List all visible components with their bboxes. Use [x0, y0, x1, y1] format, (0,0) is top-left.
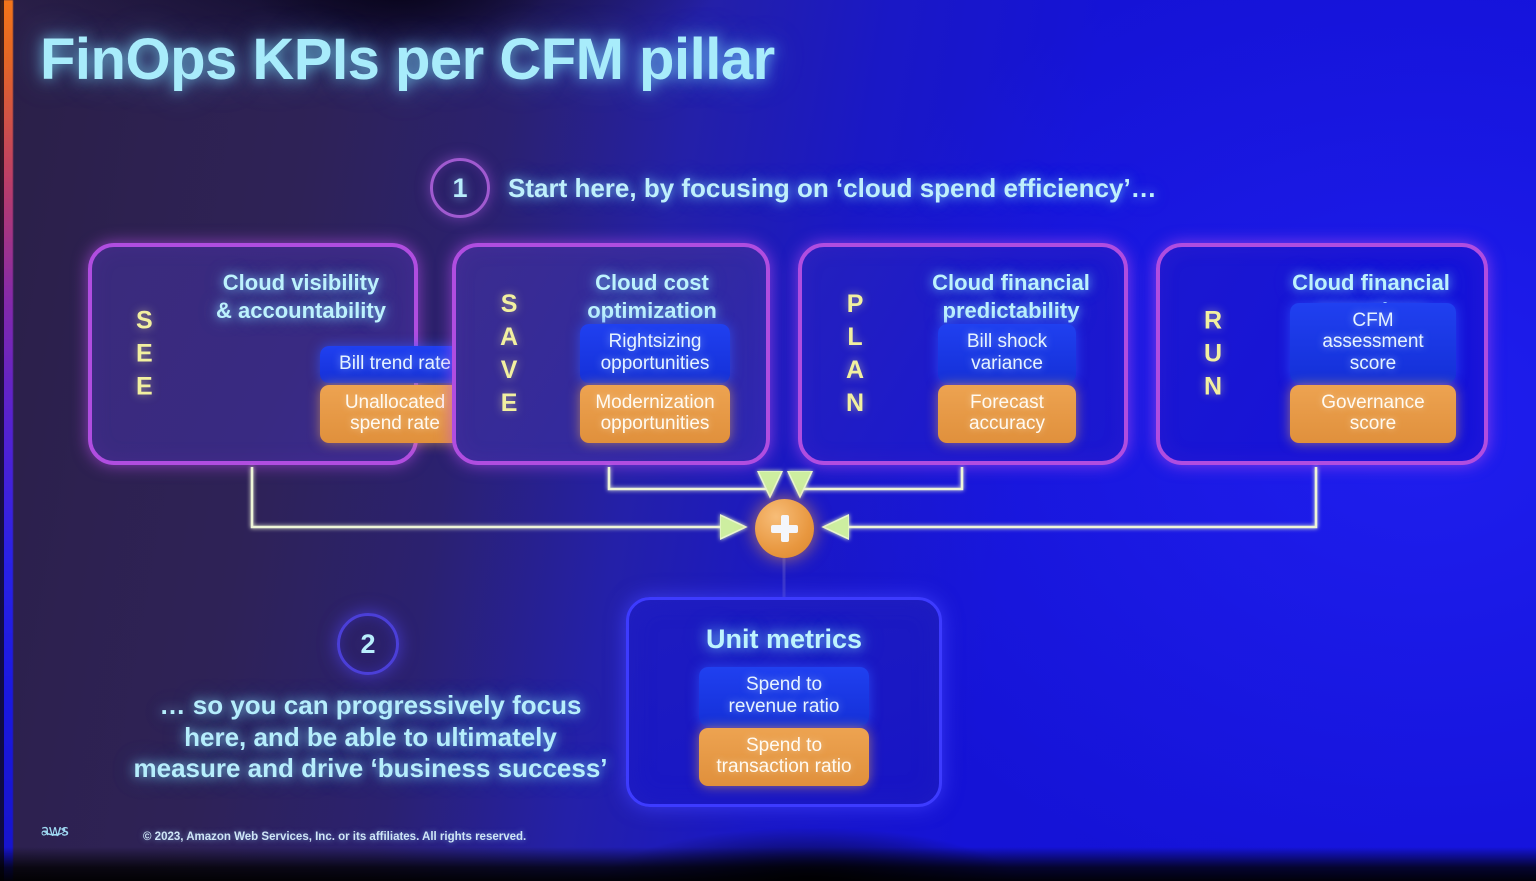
acronym-letter: A — [846, 356, 865, 384]
plus-icon — [771, 515, 798, 542]
acronym-letter: P — [846, 290, 864, 318]
unit-metrics-title: Unit metrics — [705, 624, 863, 654]
acronym-letter: E — [136, 339, 153, 368]
copyright-notice: © 2023, Amazon Web Services, Inc. or its… — [143, 831, 527, 843]
step-one-badge: 1 — [430, 158, 490, 218]
slide-title: FinOps KPIs per CFM pillar — [40, 27, 775, 92]
pillar-title-see: Cloud visibility & accountability — [188, 269, 414, 325]
acronym-letter: S — [136, 306, 153, 335]
aggregator-node[interactable] — [755, 499, 814, 558]
pillar-acronym-run: R U N — [1204, 305, 1222, 404]
step-two-badge: 2 — [337, 613, 399, 675]
pillar-acronym-plan: P L A N — [846, 288, 864, 420]
acronym-letter: E — [136, 372, 153, 401]
pillar-card-save[interactable]: S A V E Cloud cost optimization Rightsiz… — [452, 243, 770, 465]
pillar-title-line: Cloud cost — [595, 270, 709, 295]
acronym-letter: N — [846, 389, 865, 417]
bottom-vignette — [0, 847, 1536, 881]
acronym-letter: V — [500, 356, 518, 384]
acronym-letter: R — [1204, 306, 1223, 335]
bottom-shadow-blob — [600, 827, 1020, 881]
pillar-title-line: Cloud financial — [1292, 270, 1450, 295]
kpi-chip[interactable]: Bill trend rate — [320, 346, 470, 383]
acronym-letter: U — [1204, 339, 1223, 368]
acronym-letter: N — [1204, 372, 1223, 401]
pillar-title-line: & accountability — [216, 298, 386, 324]
pillar-acronym-see: S E E — [136, 305, 153, 404]
pillar-title-line: predictability — [942, 298, 1080, 324]
left-edge-shadow — [0, 0, 4, 881]
connector-plan-to-plus — [800, 467, 964, 493]
pillar-title-line: Cloud financial — [932, 270, 1090, 295]
acronym-letter: E — [500, 389, 518, 417]
acronym-letter: A — [500, 323, 519, 351]
connector-save-to-plus — [607, 467, 770, 493]
pillar-card-plan[interactable]: P L A N Cloud financial predictability B… — [798, 243, 1128, 465]
connector-see-to-plus — [250, 467, 742, 527]
step-one-row: 1 Start here, by focusing on ‘cloud spen… — [430, 158, 1157, 218]
pillar-title-line: Cloud visibility — [222, 270, 380, 295]
pillar-card-run[interactable]: R U N Cloud financial operations CFM ass… — [1156, 243, 1488, 465]
step-two-caption: … so you can progressively focus here, a… — [133, 690, 608, 784]
acronym-letter: L — [847, 323, 863, 351]
connector-run-to-plus — [827, 467, 1318, 527]
acronym-letter: S — [500, 290, 518, 318]
step-one-caption: Start here, by focusing on ‘cloud spend … — [508, 172, 1157, 203]
aws-logo — [41, 826, 69, 837]
pillar-title-save: Cloud cost optimization — [542, 269, 762, 325]
pillar-title-line: optimization — [587, 298, 717, 324]
pillar-card-see[interactable]: S E E Cloud visibility & accountability … — [88, 243, 470, 465]
pillar-acronym-save: S A V E — [500, 288, 518, 420]
pillar-title-plan: Cloud financial predictability — [898, 269, 1124, 325]
